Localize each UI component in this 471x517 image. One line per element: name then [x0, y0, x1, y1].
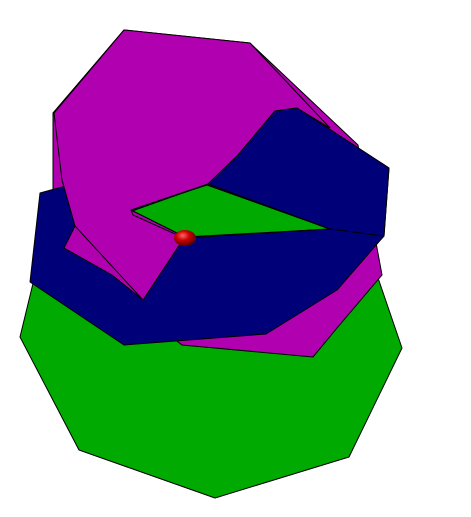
navy-right-band: [207, 107, 390, 237]
red-marker-sphere: [174, 230, 196, 246]
